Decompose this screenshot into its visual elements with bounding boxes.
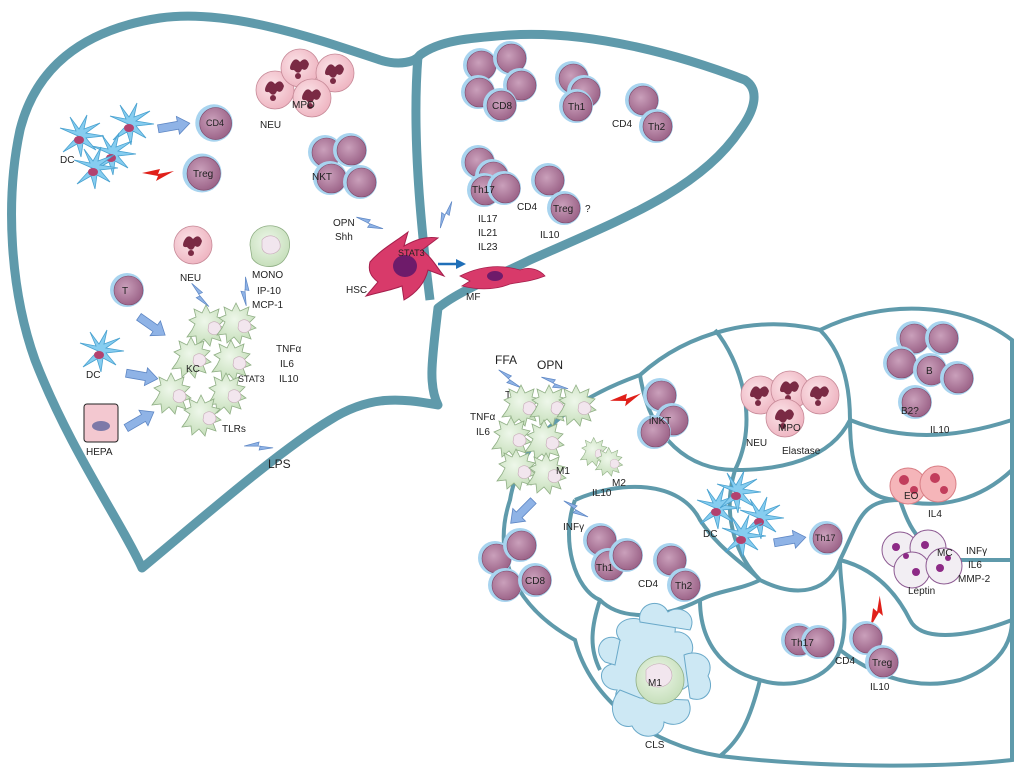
hsc-cell	[364, 230, 446, 301]
label-inkt: iNKT	[649, 416, 671, 427]
label-th17: Th17	[815, 533, 836, 543]
label-opn: OPN	[537, 358, 563, 372]
label-ip10: IP-10	[257, 286, 281, 297]
label-hepa: HEPA	[86, 447, 113, 458]
label-stat3: STAT3	[238, 374, 265, 384]
label-th17: Th17	[472, 185, 495, 196]
label-il6: IL6	[280, 359, 294, 370]
label-neu: NEU	[260, 120, 281, 131]
label-elastase: Elastase	[782, 446, 821, 457]
label-il10: IL10	[592, 488, 612, 499]
label-th17: Th17	[791, 638, 814, 649]
label-m1: M1	[648, 678, 662, 689]
label-il6: IL6	[968, 560, 982, 571]
label-il4: IL4	[928, 509, 942, 520]
m1-cls-cell	[635, 655, 685, 705]
label-mono: MONO	[252, 270, 283, 281]
label-kc: KC	[186, 364, 200, 375]
eo-cluster	[889, 465, 957, 505]
label-il17: IL17	[478, 214, 498, 225]
label-neu: NEU	[746, 438, 767, 449]
label-m1: M1	[556, 466, 570, 477]
label-treg: Treg	[553, 204, 573, 215]
label-tnfa: TNFα	[276, 344, 301, 355]
label-mf: MF	[466, 292, 480, 303]
label-il10: IL10	[870, 682, 890, 693]
label-opn: OPN	[333, 218, 355, 229]
label-m2: M2	[612, 478, 626, 489]
label-lps: LPS	[268, 457, 291, 471]
label-cd4: CD4	[835, 656, 855, 667]
label-il10: IL10	[930, 425, 950, 436]
label-mmp2: MMP-2	[958, 574, 991, 585]
label-th2: Th2	[675, 581, 693, 592]
label-tlrs: TLRs	[222, 424, 246, 435]
label-infg: INFγ	[966, 546, 987, 557]
label-mpo: MPO	[778, 423, 801, 434]
mono-cell	[249, 225, 290, 267]
arrow-icon	[456, 259, 466, 269]
label-il23: IL23	[478, 242, 498, 253]
label-cls: CLS	[645, 740, 665, 751]
label-infg: INFγ	[563, 522, 584, 533]
label-tnfa: TNFα	[470, 412, 495, 423]
th1-cell	[608, 537, 644, 573]
label-cd4: CD4	[206, 118, 224, 128]
label-treg: Treg	[872, 658, 892, 669]
label-il10: IL10	[540, 230, 560, 241]
label-leptin: Leptin	[908, 586, 935, 597]
label-eo: EO	[904, 491, 919, 502]
mc-cluster	[881, 529, 963, 589]
label-il6: IL6	[476, 427, 490, 438]
label-stat3: STAT3	[398, 248, 425, 258]
label-neu: NEU	[180, 273, 201, 284]
label-th2: Th2	[648, 122, 666, 133]
label-cd4: CD4	[612, 119, 632, 130]
label-th1: Th1	[568, 102, 586, 113]
label-cd8: CD8	[525, 576, 545, 587]
label-il10: IL10	[279, 374, 299, 385]
label-shh: Shh	[335, 232, 353, 243]
label-ffa: FFA	[495, 353, 517, 367]
hepa-cell	[83, 403, 119, 443]
label-hsc: HSC	[346, 285, 367, 296]
label-mcp1: MCP-1	[252, 300, 284, 311]
label-b2: B2?	[901, 406, 919, 417]
label-cd4: CD4	[517, 202, 537, 213]
mf-cell	[459, 266, 546, 290]
label-th1: Th1	[596, 563, 614, 574]
label-nkt: NKT	[312, 172, 332, 183]
label-t: T	[122, 286, 128, 297]
label-b: B	[926, 366, 933, 377]
label-mc: MC	[937, 548, 953, 559]
label-cd4: CD4	[638, 579, 658, 590]
neu-cell	[173, 225, 213, 265]
label-cd8: CD8	[492, 101, 512, 112]
label-mpo: MPO	[292, 100, 315, 111]
label-il21: IL21	[478, 228, 498, 239]
label-dc: DC	[60, 155, 74, 166]
label-treg: Treg	[193, 169, 213, 180]
label-dc: DC	[703, 529, 717, 540]
label-dc: DC	[86, 370, 100, 381]
label-question: ?	[585, 204, 591, 215]
